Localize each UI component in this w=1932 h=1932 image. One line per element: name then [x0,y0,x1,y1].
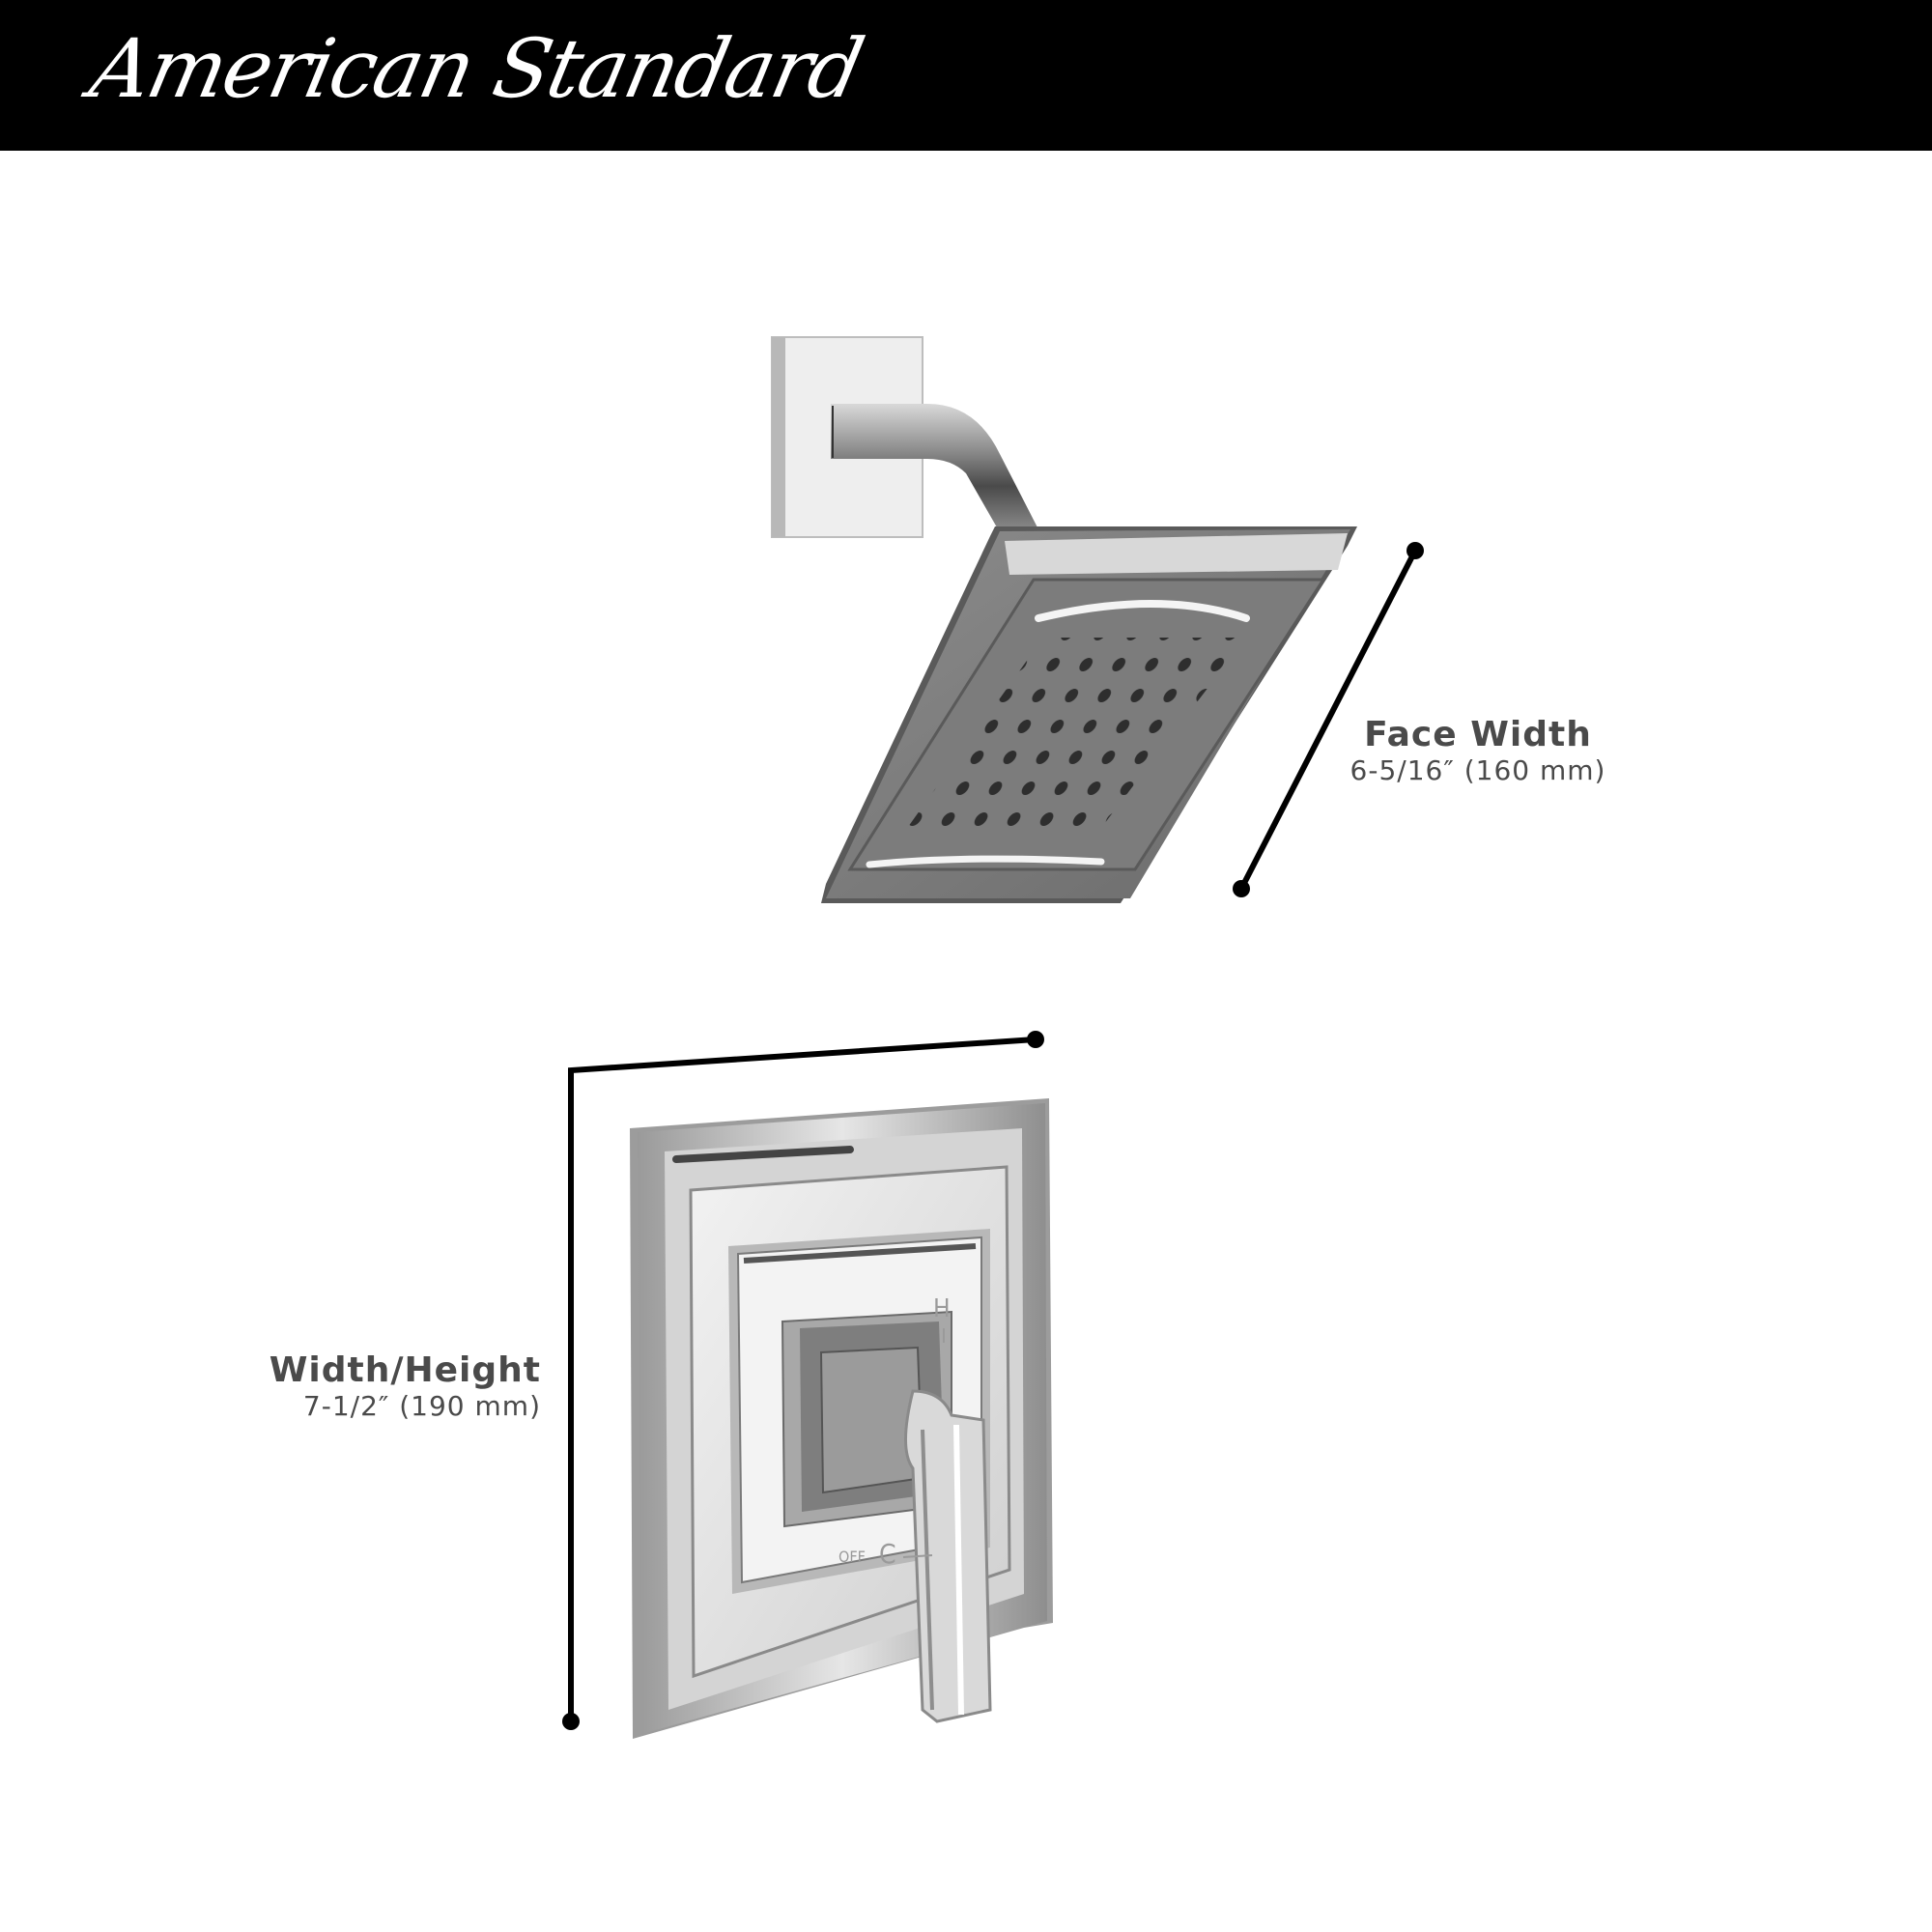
face-width-value: 6-5/16″ (160 mm) [1350,754,1606,786]
shower-arm [831,404,1038,541]
face-width-label: Face Width 6-5/16″ (160 mm) [1343,715,1613,786]
brand-header: American Standard [0,0,1932,151]
hot-marking: H [933,1294,951,1323]
valve-handle-hub [781,1310,952,1528]
face-width-title: Face Width [1364,715,1592,754]
off-marking: OFF [838,1548,866,1566]
width-height-value: 7-1/2″ (190 mm) [302,1390,541,1422]
cold-tick [902,1554,933,1558]
cold-marking: C [879,1538,896,1570]
width-height-title: Width/Height [269,1350,541,1390]
shower-head [821,526,1357,903]
face-width-dimension-line [1233,542,1424,897]
width-height-label: Width/Height 7-1/2″ (190 mm) [222,1350,541,1422]
width-height-dimension-line [562,1031,1044,1730]
valve-handle-lever [904,1389,992,1723]
